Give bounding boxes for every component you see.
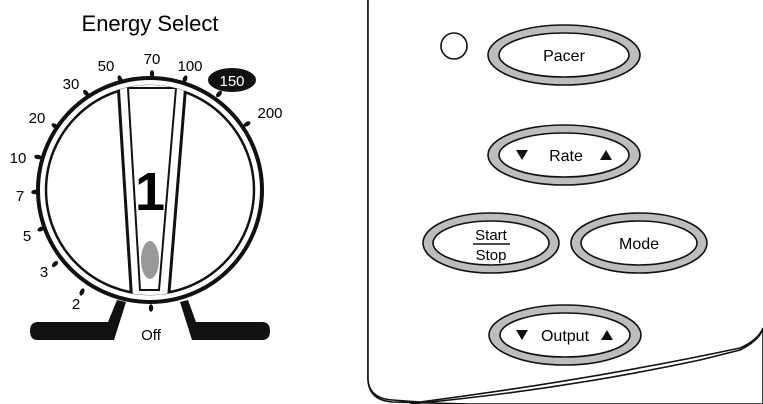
- dial-pointer-marker: [141, 241, 159, 279]
- rate-button-label: Rate: [549, 148, 583, 165]
- setting-label-5: 5: [23, 228, 31, 245]
- tick-mark: [148, 304, 154, 312]
- output-button-label: Output: [541, 328, 590, 345]
- energy-select-title: Energy Select: [82, 11, 219, 36]
- left-paddle-connector: [30, 300, 126, 340]
- triangle-up-icon: [601, 330, 613, 340]
- energy-select-section: Energy Select Off 2 3 5 7 10 20 30: [10, 11, 283, 344]
- setting-label-100: 100: [177, 58, 202, 75]
- setting-label-200: 200: [257, 105, 282, 122]
- right-paddle-connector: [180, 300, 270, 340]
- setting-label-10: 10: [10, 150, 27, 167]
- dial-tick-marks: [31, 70, 251, 312]
- setting-label-30: 30: [63, 76, 80, 93]
- start-stop-label-top: Start: [475, 227, 508, 244]
- panel-outline: [367, 0, 763, 404]
- setting-label-off: Off: [141, 327, 162, 344]
- tick-mark: [216, 90, 222, 98]
- setting-label-7: 7: [16, 188, 24, 205]
- setting-label-20: 20: [29, 110, 46, 127]
- tick-mark: [34, 154, 42, 160]
- energy-select-dial[interactable]: 1: [36, 76, 264, 305]
- triangle-down-icon: [516, 330, 528, 340]
- setting-label-50: 50: [98, 58, 115, 75]
- setting-label-150-selected: 150: [208, 68, 256, 92]
- setting-label-2: 2: [72, 296, 80, 313]
- setting-label-3: 3: [40, 264, 48, 281]
- rate-button[interactable]: Rate: [487, 124, 641, 186]
- pacer-button[interactable]: Pacer: [487, 24, 641, 86]
- tick-mark: [243, 121, 251, 127]
- panel-face: [367, 0, 763, 403]
- mode-button[interactable]: Mode: [570, 212, 708, 274]
- tick-mark: [182, 75, 188, 83]
- dial-number: 1: [135, 162, 165, 222]
- triangle-down-icon: [516, 150, 528, 160]
- pacer-control-panel: Pacer Rate Start Stop Mode: [367, 0, 763, 404]
- setting-label-70: 70: [144, 51, 161, 68]
- dial-grip[interactable]: [116, 82, 188, 305]
- triangle-up-icon: [600, 150, 612, 160]
- pacer-indicator-light: [440, 32, 468, 60]
- setting-label-150: 150: [219, 73, 244, 90]
- start-stop-button[interactable]: Start Stop: [422, 212, 560, 274]
- tick-mark: [149, 70, 155, 78]
- tick-mark: [83, 89, 89, 97]
- tick-mark: [79, 288, 85, 296]
- tick-mark: [51, 260, 59, 268]
- start-stop-label-bottom: Stop: [476, 247, 507, 264]
- pacer-button-label: Pacer: [543, 48, 585, 65]
- mode-button-label: Mode: [619, 236, 659, 253]
- selected-setting-highlight: [208, 68, 256, 92]
- dial-scale-labels: Off 2 3 5 7 10 20 30 50 70 100 150 200: [10, 51, 283, 344]
- output-button[interactable]: Output: [488, 304, 642, 366]
